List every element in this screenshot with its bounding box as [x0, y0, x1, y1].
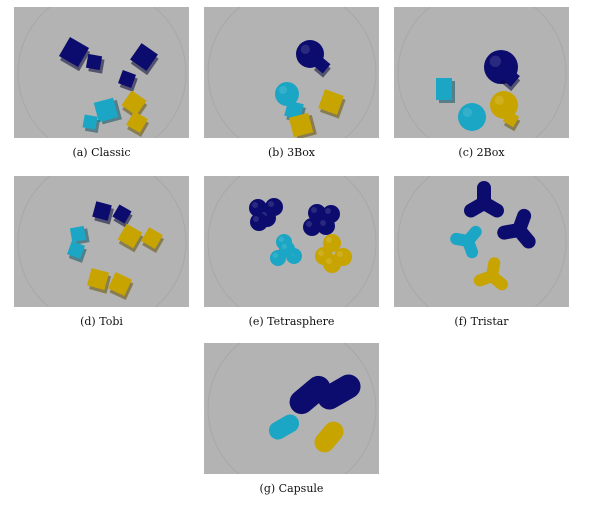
box-shape	[121, 90, 148, 120]
box-shape	[93, 97, 122, 125]
arena-outline	[207, 343, 377, 474]
subfigure-tetrasphere	[204, 176, 379, 307]
box-shape	[67, 241, 87, 263]
arena-outline	[397, 176, 567, 307]
box-shape	[502, 110, 521, 132]
arena-outline	[207, 176, 377, 307]
sphere-shape	[250, 213, 268, 231]
box-shape	[82, 114, 100, 134]
sphere-shape	[296, 40, 324, 68]
box-shape	[117, 223, 144, 253]
render-2box	[397, 7, 567, 138]
caption-capsule: (g) Capsule	[259, 482, 324, 495]
render-capsule	[207, 343, 377, 474]
sphere-shape	[323, 255, 341, 273]
box-shape	[92, 201, 114, 225]
arena-outline	[397, 7, 567, 138]
box-shape	[313, 56, 331, 78]
tristar-shape	[464, 181, 504, 218]
sphere-shape	[322, 205, 340, 223]
box-shape	[318, 89, 346, 119]
caption-tristar: (f) Tristar	[454, 315, 509, 328]
tristar-shape	[450, 225, 482, 259]
box-shape	[141, 227, 165, 254]
render-tristar	[397, 176, 567, 307]
arena-outline	[17, 7, 187, 138]
caption-tetrasphere: (e) Tetrasphere	[248, 315, 335, 328]
sphere-shape	[275, 82, 299, 106]
sphere-shape	[265, 198, 283, 216]
box-shape	[500, 67, 521, 92]
box-shape	[118, 70, 138, 92]
box-shape	[112, 204, 133, 228]
subfigure-tobi	[14, 176, 189, 307]
sphere-shape	[303, 218, 321, 236]
subfigure-tristar	[394, 176, 569, 307]
box-shape	[126, 111, 150, 138]
sphere-shape	[458, 103, 486, 131]
arena-outline	[207, 7, 377, 138]
capsule-shape	[268, 414, 300, 440]
tristar-shape	[473, 257, 508, 291]
box-shape	[108, 272, 134, 300]
render-tobi	[17, 176, 187, 307]
sphere-shape	[490, 91, 518, 119]
capsule-shape	[314, 421, 344, 453]
subfigure-classic	[14, 7, 189, 138]
render-3box	[207, 7, 377, 138]
box-shape	[86, 267, 112, 294]
arena-outline	[17, 176, 187, 307]
render-tetrasphere	[207, 176, 377, 307]
box-shape	[130, 43, 159, 76]
box-shape	[85, 53, 105, 74]
sphere-shape	[323, 234, 341, 252]
tristar-shape	[497, 208, 536, 249]
box-shape	[288, 112, 317, 138]
subfigure-3box	[204, 7, 379, 138]
box-shape	[58, 36, 91, 72]
box-shape	[436, 78, 455, 103]
caption-3box: (b) 3Box	[267, 146, 316, 159]
caption-classic: (a) Classic	[72, 146, 131, 159]
box-shape	[69, 225, 90, 245]
caption-tobi: (d) Tobi	[80, 315, 123, 328]
capsule-shape	[289, 375, 331, 415]
subfigure-2box	[394, 7, 569, 138]
render-classic	[17, 7, 187, 138]
subfigure-capsule	[204, 343, 379, 474]
sphere-shape	[279, 241, 295, 257]
capsule-shape	[317, 374, 361, 410]
sphere-shape	[308, 204, 326, 222]
caption-2box: (c) 2Box	[458, 146, 505, 159]
